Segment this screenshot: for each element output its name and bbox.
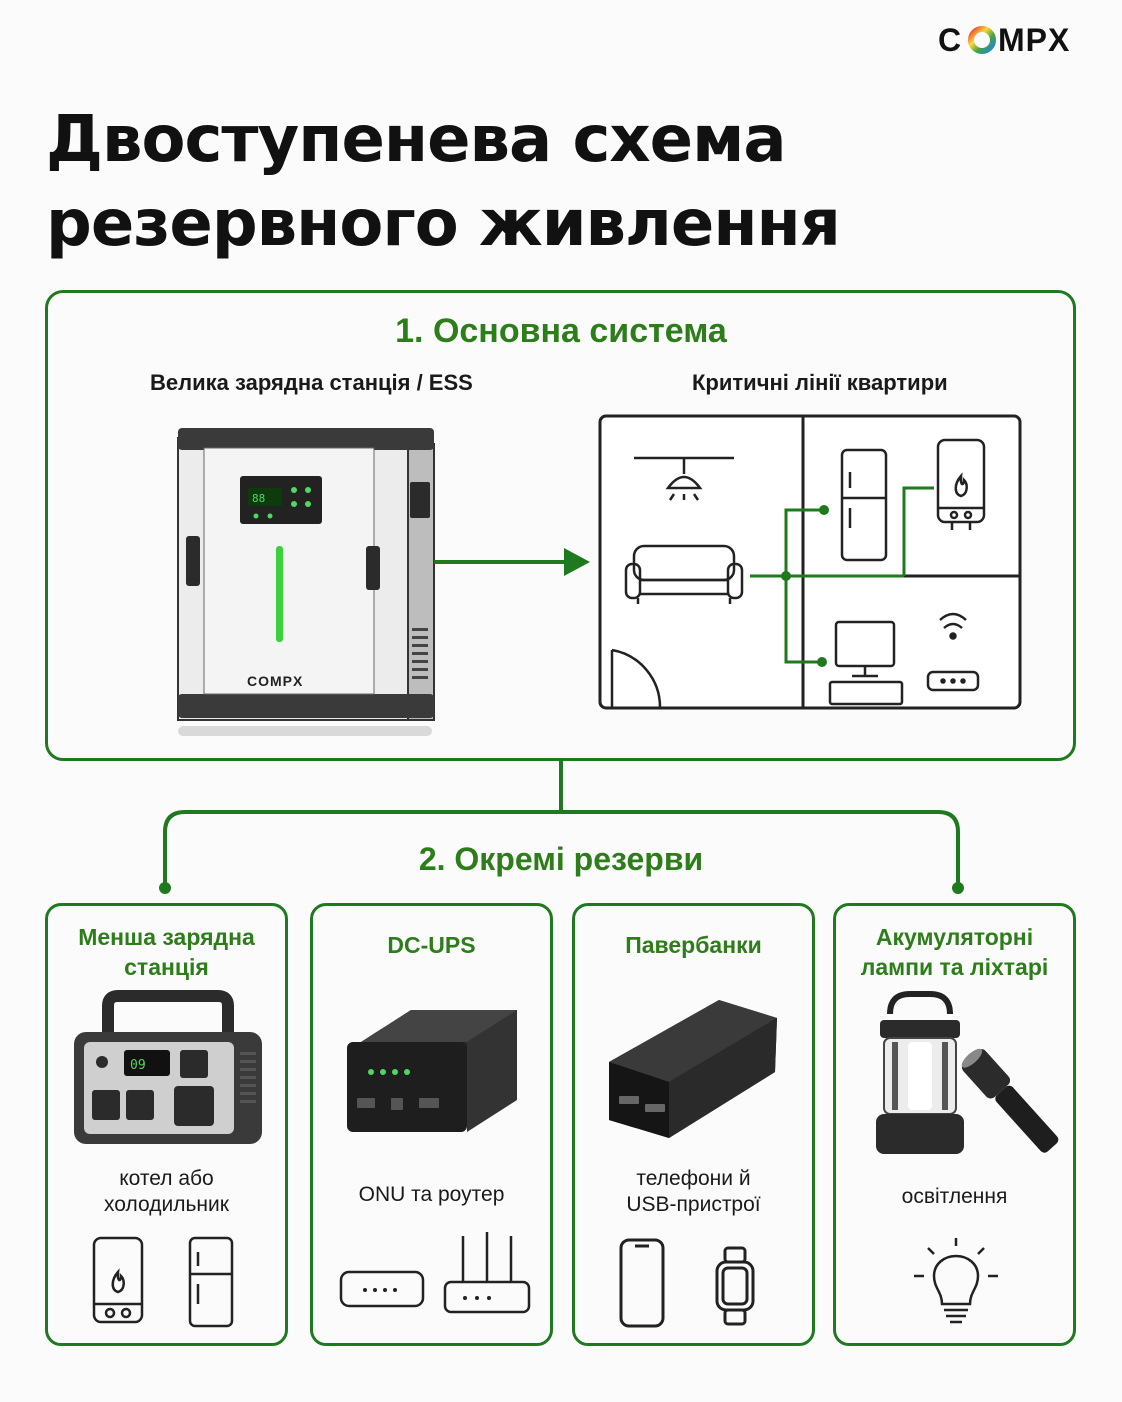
computer-icon — [828, 620, 904, 706]
main-system-box — [45, 290, 1076, 761]
wifi-router-icon — [926, 612, 980, 692]
title-line-1: Двоступенева схема — [46, 103, 787, 177]
fridge-icon — [840, 448, 888, 562]
door-icon — [610, 648, 662, 709]
card-title-line-1: Акумуляторні — [875, 924, 1034, 950]
page-title: Двоступенева схема резервного живлення — [46, 98, 841, 266]
compx-logo: C MPX — [938, 22, 1070, 58]
card-desc-line-1: котел або — [119, 1167, 214, 1190]
card-desc: ONU та роутер — [358, 1183, 505, 1206]
water-heater-icon — [936, 438, 986, 530]
svg-text:C: C — [938, 22, 962, 58]
card-desc-line-2: USB-пристрої — [626, 1193, 761, 1216]
secondary-heading: 2. Окремі резерви — [418, 841, 704, 877]
light-bulb-icon — [914, 1238, 998, 1324]
router-icon — [443, 1232, 531, 1314]
sofa-icon — [624, 544, 744, 604]
smartphone-icon — [619, 1238, 665, 1328]
card-desc-line-2: холодильник — [104, 1193, 229, 1216]
critical-lines-label: Критичні лінії квартири — [692, 370, 948, 395]
critical-wiring — [750, 486, 934, 664]
fridge-icon — [188, 1236, 234, 1328]
smartwatch-icon — [715, 1246, 755, 1326]
station-brand-text: COMPX — [247, 673, 303, 689]
card-desc-line-1: телефони й — [636, 1167, 751, 1190]
onu-icon — [339, 1270, 425, 1308]
card-title: DC-UPS — [387, 932, 476, 958]
station-label: Велика зарядна станція / ESS — [150, 370, 473, 395]
title-line-2: резервного живлення — [46, 187, 841, 261]
card-title-line-2: лампи та ліхтарі — [860, 954, 1049, 980]
power-station-ess-image: 88 COMPX — [177, 428, 435, 736]
lantern-flashlight-image — [876, 991, 1059, 1154]
card-lamps: Акумуляторні лампи та ліхтарі освітлення — [833, 903, 1076, 1346]
svg-text:88: 88 — [252, 492, 265, 505]
card-small-station: Менша зарядна станція 09 котел або холод… — [45, 903, 288, 1346]
apartment-floor-plan — [598, 414, 1022, 710]
card-desc: освітлення — [901, 1185, 1008, 1208]
card-title-line-2: станція — [124, 954, 209, 980]
water-heater-icon — [92, 1236, 144, 1324]
svg-text:MPX: MPX — [998, 22, 1070, 58]
power-arrow — [434, 548, 590, 576]
ceiling-lamp-icon — [634, 456, 734, 501]
card-dc-ups: DC-UPS ONU та роутер — [310, 903, 553, 1346]
connector-tree — [159, 760, 964, 894]
card-powerbanks: Павербанки телефони й USB-пристрої — [572, 903, 815, 1346]
svg-text:09: 09 — [130, 1058, 146, 1073]
main-system-heading: 1. Основна система — [395, 312, 727, 350]
dc-ups-image — [347, 1010, 517, 1132]
small-power-station-image: 09 — [74, 990, 262, 1144]
card-title: Павербанки — [625, 932, 762, 958]
powerbank-image — [609, 1000, 777, 1138]
card-title-line-1: Менша зарядна — [78, 924, 255, 950]
